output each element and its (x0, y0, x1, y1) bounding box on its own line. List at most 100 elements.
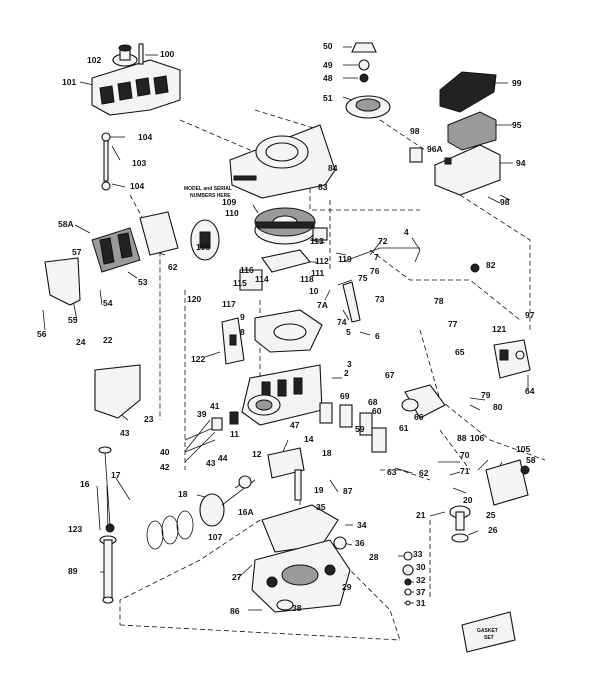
part-number-label: 77 (448, 319, 458, 329)
part-number-label: 108 (196, 242, 210, 252)
part-number-label: 51 (323, 93, 333, 103)
part-number-label: 100 (160, 49, 174, 59)
part-number-label: 32 (416, 575, 426, 585)
part-number-label: 38 (292, 603, 302, 613)
part-number-label: 102 (87, 55, 101, 65)
part-number-label: 10 (309, 286, 319, 296)
part-number-label: 22 (103, 335, 113, 345)
part-number-label: 36 (355, 538, 365, 548)
gasket-set-label-1: GASKET (477, 628, 498, 634)
part-number-label: 75 (358, 273, 368, 283)
governor-gear-part (449, 505, 471, 531)
flywheel-part (254, 207, 316, 245)
part-number-label: 64 (525, 386, 535, 396)
part-number-label: 48 (323, 73, 333, 83)
part-number-label: 18 (178, 489, 188, 499)
part-number-label: 74 (337, 317, 347, 327)
part-number-label: 39 (197, 409, 207, 419)
part-number-label: 70 (460, 450, 470, 460)
part-number-label: 62 (419, 468, 429, 478)
part-number-label: 110 (225, 208, 239, 218)
gasket-69 (319, 402, 333, 424)
part-number-label: 35 (316, 502, 326, 512)
part-number-label: 55 (68, 315, 78, 325)
part-number-label: 21 (416, 510, 426, 520)
part-number-label: 2 (344, 368, 349, 378)
part-number-label: 79 (481, 390, 491, 400)
part-number-label: 118 (300, 274, 314, 284)
dipstick-part (98, 446, 115, 533)
part-number-label: 3 (347, 359, 352, 369)
part-number-label: 62 (168, 262, 178, 272)
part-number-label: 20 (463, 495, 473, 505)
part-number-label: 29 (342, 582, 352, 592)
part-number-label: 18 (322, 448, 332, 458)
part-number-label: 16A (238, 507, 254, 517)
parts-artwork: MODEL and SERIAL NUMBERS HERE (44, 42, 531, 653)
part-number-label: 106 (470, 433, 484, 443)
part-number-label: 31 (416, 598, 426, 608)
part-number-label: 42 (160, 462, 170, 472)
part-number-label: 19 (314, 485, 324, 495)
part-number-label: 4 (404, 227, 409, 237)
part-number-label: 23 (144, 414, 154, 424)
gasket-part (139, 211, 179, 256)
part-number-label: 121 (492, 324, 506, 334)
part-number-label: 40 (160, 447, 170, 457)
part-number-label: 9 (240, 312, 245, 322)
linkage-part (341, 247, 420, 263)
crankshaft-part (267, 439, 305, 501)
crankcase-block-part (254, 309, 323, 353)
part-number-label: 53 (138, 277, 148, 287)
part-number-label: 86 (230, 606, 240, 616)
part-number-label: 43 (206, 458, 216, 468)
part-number-label: 111 (311, 268, 325, 278)
part-number-label: 122 (191, 354, 205, 364)
part-number-label: 61 (399, 423, 409, 433)
part-number-label: 28 (369, 552, 379, 562)
part-number-label: 80 (493, 402, 503, 412)
ignition-module-part (261, 249, 311, 273)
part-number-label: 98 (410, 126, 420, 136)
manifold-part (91, 227, 141, 273)
part-number-label: 54 (103, 298, 113, 308)
cylinder-head-part (91, 43, 181, 116)
part-number-label: 65 (455, 347, 465, 357)
part-number-label: 11 (230, 429, 239, 439)
model-serial-note-line2: NUMBERS HERE (190, 193, 231, 199)
part-number-label: 60 (372, 406, 382, 416)
seal-29-part (276, 599, 294, 611)
part-number-label: 41 (210, 401, 220, 411)
part-number-label: 66 (414, 412, 424, 422)
oil-fill-tube-part (99, 535, 117, 604)
gasket-set-part: GASKET SET (461, 611, 516, 653)
part-number-label: 120 (187, 294, 201, 304)
part-number-label: 59 (355, 424, 365, 434)
part-number-label: 104 (130, 181, 144, 191)
part-number-label: 76 (370, 266, 380, 276)
part-number-label: 56 (37, 329, 47, 339)
part-number-label: 104 (138, 132, 152, 142)
blower-housing-part (229, 124, 336, 199)
bracket-part (44, 257, 81, 306)
part-number-label: 95 (512, 120, 522, 130)
part-number-label: 109 (222, 197, 236, 207)
part-number-label: 27 (232, 572, 242, 582)
spark-plug-part (190, 219, 220, 261)
part-number-label: 7 (374, 252, 379, 262)
part-number-label: 71 (460, 466, 470, 476)
part-number-label: 57 (72, 247, 82, 257)
engine-block-part (241, 364, 323, 426)
part-number-label: 115 (233, 278, 247, 288)
part-number-label: 12 (252, 449, 262, 459)
muffler-part (485, 459, 530, 506)
part-number-label: 58 (526, 455, 536, 465)
part-number-label: 50 (323, 41, 333, 51)
part-number-label: 34 (357, 520, 367, 530)
part-number-label: 84 (328, 163, 338, 173)
part-number-label: 97 (525, 310, 535, 320)
base-gasket-part (261, 504, 339, 553)
baffle-part (94, 364, 141, 419)
part-number-label: 119 (338, 254, 352, 264)
